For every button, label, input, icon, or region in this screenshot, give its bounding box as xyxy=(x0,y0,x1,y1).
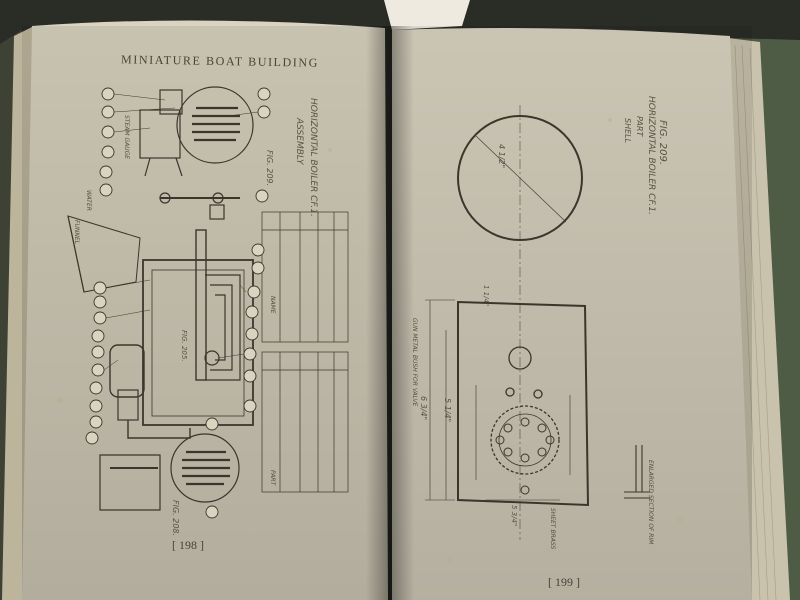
right-dim-overall: 6 3/4" xyxy=(419,396,428,421)
left-table-col-name: NAME xyxy=(269,296,276,314)
right-dim-inner: 5 1/4" xyxy=(443,398,452,423)
left-table-col-part: PART xyxy=(269,470,276,486)
left-fig-top: FIG. 209. xyxy=(265,150,274,187)
right-drawing xyxy=(425,105,650,540)
page-number-right: [ 199 ] xyxy=(548,575,580,589)
paper-spots xyxy=(57,118,683,563)
right-dim-holes: 1 1/4" xyxy=(482,285,490,307)
right-caption-line-1: HORIZONTAL BOILER CF.1. xyxy=(646,96,656,215)
right-caption-line-2: PART xyxy=(635,116,644,137)
left-fig-bottom: FIG. 208. xyxy=(171,500,180,537)
right-label-rim: ENLARGED SECTION OF RIM xyxy=(647,460,654,545)
right-fig-label: FIG. 209. xyxy=(657,120,668,166)
left-label-funnel: FUNNEL xyxy=(73,220,80,244)
left-fig-mid: FIG. 205. xyxy=(180,330,188,362)
left-label-gauge: STEAM GAUGE xyxy=(123,115,130,160)
page-number-left: [ 198 ] xyxy=(172,538,204,552)
left-caption-line-1: HORIZONTAL BOILER CF.1. xyxy=(308,98,318,217)
bookmark-slip xyxy=(384,0,470,30)
right-caption-line-3: SHELL xyxy=(623,118,632,144)
right-label-sheet: SHEET BRASS xyxy=(549,508,556,550)
right-label-bush: GUN METAL BUSH FOR VALVE xyxy=(411,318,418,407)
left-drawing xyxy=(67,86,349,519)
left-label-water: WATER xyxy=(85,190,92,211)
right-dim-diameter: 4 1/2" xyxy=(497,144,506,169)
left-caption-line-2: ASSEMBLY xyxy=(294,118,304,165)
right-dim-width: 5 3/4" xyxy=(510,505,518,527)
